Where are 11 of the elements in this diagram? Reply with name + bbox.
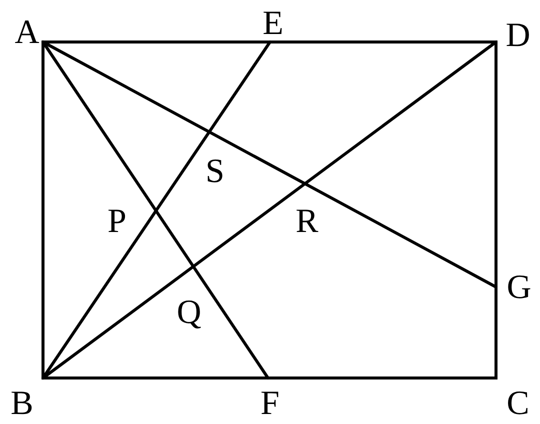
point-label: Q: [176, 296, 202, 330]
point-label: G: [506, 271, 532, 305]
point-label: C: [506, 387, 530, 421]
point-label: E: [262, 7, 284, 41]
point-label: F: [260, 387, 280, 421]
point-label: B: [10, 387, 34, 421]
point-label: R: [296, 205, 318, 239]
point-label: S: [206, 155, 224, 189]
point-label: A: [14, 16, 40, 50]
point-label: P: [108, 205, 126, 239]
point-label: D: [506, 19, 530, 53]
